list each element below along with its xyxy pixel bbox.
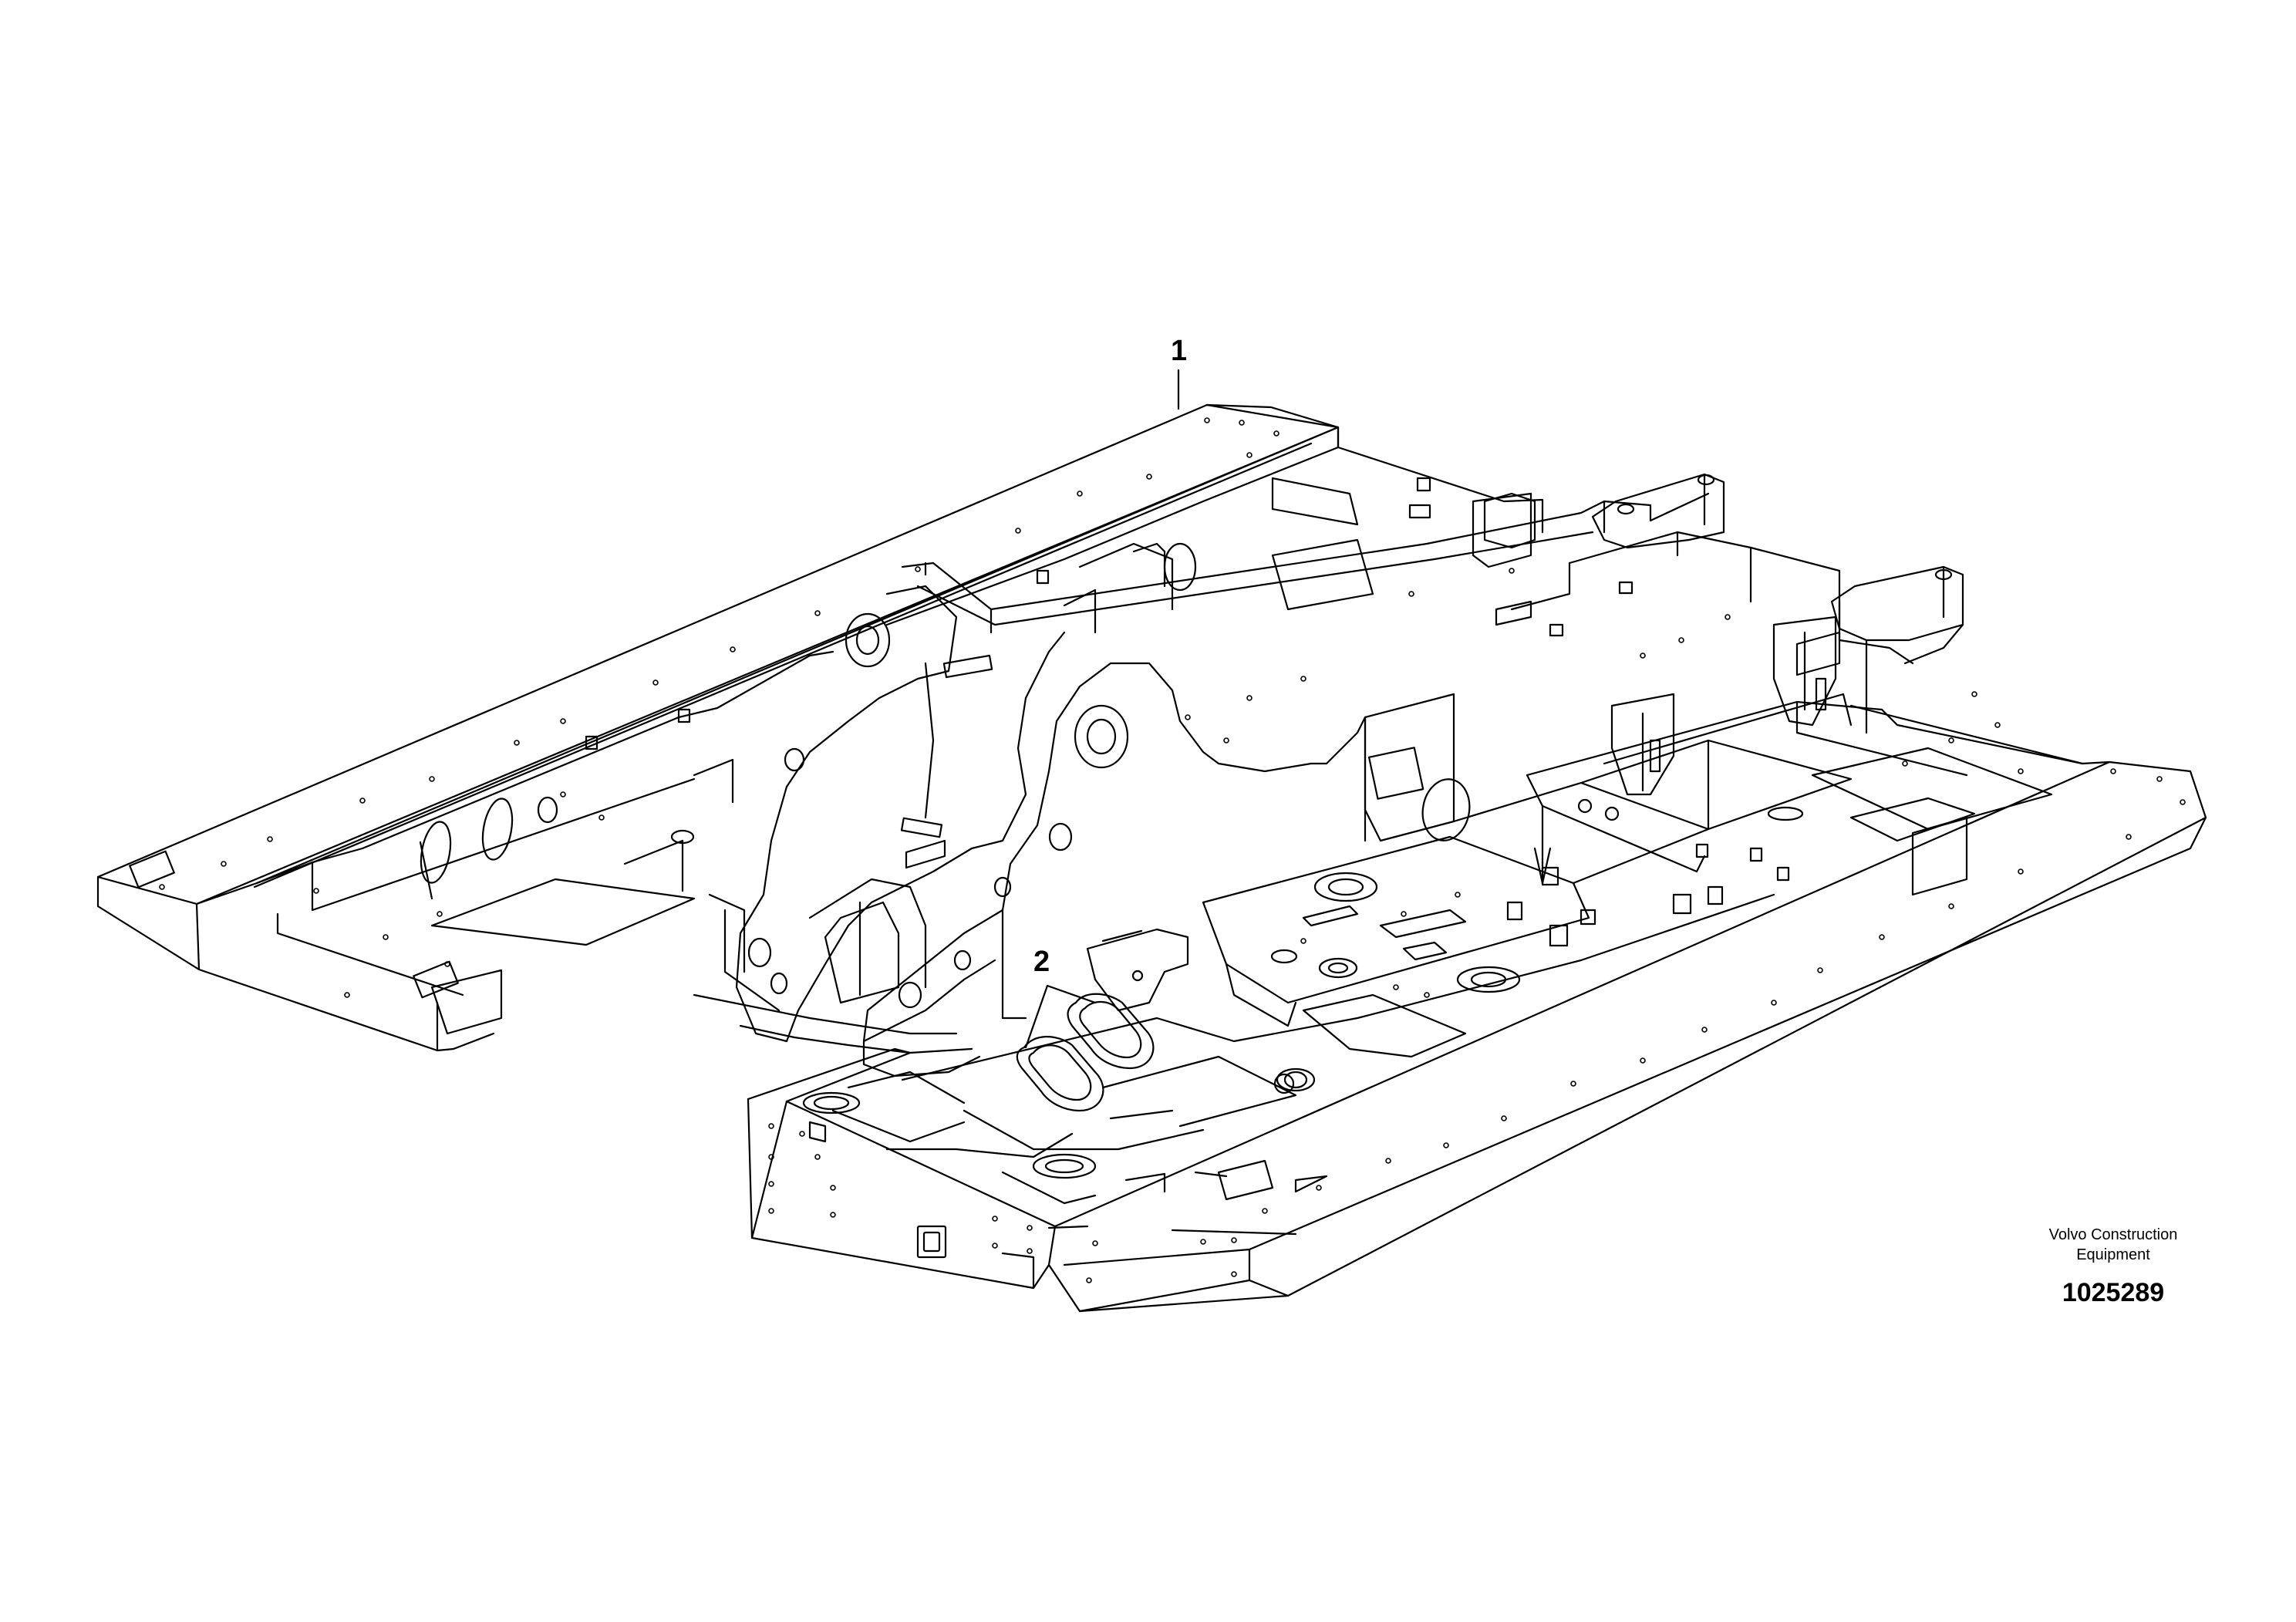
top-brace-beam <box>901 492 1710 634</box>
boom-mount-plate-left <box>708 585 1066 1043</box>
front-bumper-frame <box>747 1047 1295 1290</box>
leader-line-2 <box>1024 984 1049 1049</box>
left-frame-wall <box>255 650 834 996</box>
leader-line-2b <box>1046 984 1097 1004</box>
publisher-block: Volvo Construction Equipment 1025289 <box>1974 1225 2252 1310</box>
right-side-deck <box>1047 704 2207 1313</box>
center-floor <box>1086 835 1590 1058</box>
center-bolt-holes <box>1185 568 2024 998</box>
left-side-deck <box>96 403 1340 1052</box>
publisher-name-line2: Equipment <box>2076 1246 2150 1263</box>
right-deck-bolt-holes <box>768 768 2186 1283</box>
vertical-brackets <box>1472 492 1837 796</box>
left-deck-bolt-holes <box>159 417 1279 998</box>
illustration-number: 1025289 <box>2062 1278 2165 1307</box>
right-rear-bay <box>1364 693 2053 947</box>
callout-leaders <box>1024 369 1180 1049</box>
publisher-name-line1: Volvo Construction <box>2048 1226 2178 1243</box>
callout-label-2: 2 <box>1033 946 1050 978</box>
callout-label-1: 1 <box>1171 335 1188 367</box>
rear-arms <box>1591 473 1964 665</box>
front-right-floor <box>901 893 1775 1236</box>
rear-cross-frame <box>885 403 1544 634</box>
boom-mount-plate-right <box>862 662 1367 1077</box>
seal-rings <box>1016 993 1155 1112</box>
right-rear-frame <box>1495 531 1914 734</box>
right-inner-wall <box>1526 700 2084 896</box>
boom-mount-center <box>693 839 973 1054</box>
